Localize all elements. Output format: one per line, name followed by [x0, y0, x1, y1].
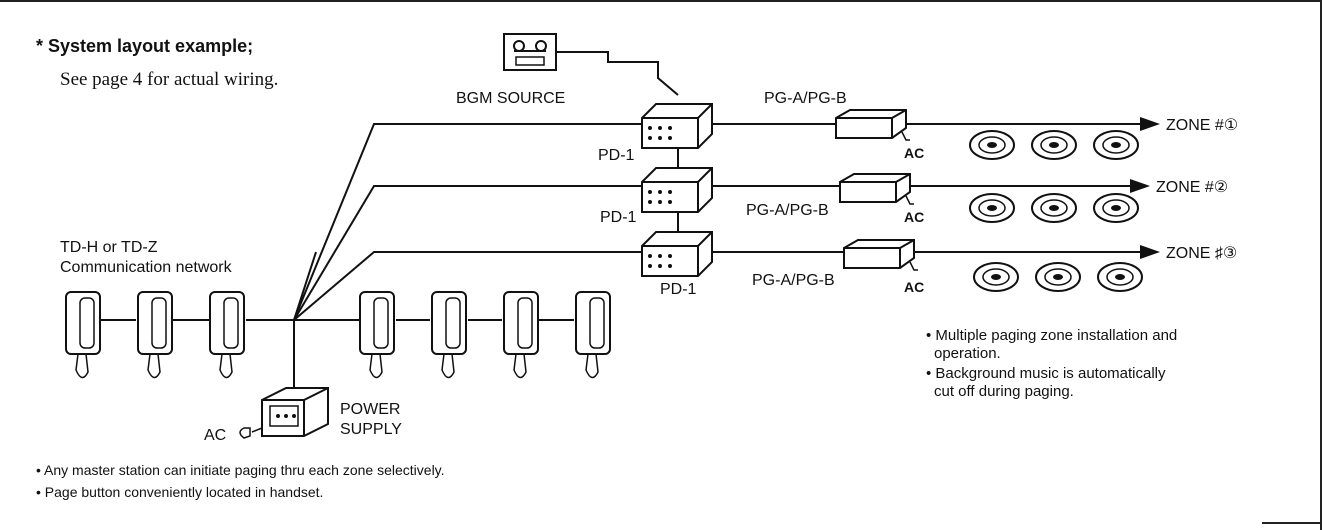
- arrow-icon: [1140, 117, 1160, 131]
- amplifier-icon: [839, 173, 914, 205]
- speaker-icon: [1035, 262, 1081, 292]
- zone-lines: [906, 123, 1150, 253]
- zone-label: ZONE ♯③: [1166, 245, 1237, 262]
- paging-unit-icon: [641, 231, 713, 277]
- power-supply-icon: [261, 387, 329, 437]
- master-station-icon: [359, 291, 395, 379]
- zone-label: ZONE #②: [1156, 179, 1228, 196]
- zone-label: ZONE #①: [1166, 117, 1238, 134]
- master-station-icon: [575, 291, 611, 379]
- note-right: • Multiple paging zone installation and: [926, 327, 1177, 344]
- speaker-icon: [1093, 193, 1139, 223]
- bgm-line: [556, 51, 679, 96]
- bgm-source-label: BGM SOURCE: [456, 90, 565, 107]
- power-cord: [251, 427, 263, 433]
- master-station-icon: [137, 291, 173, 379]
- master-station-icon: [65, 291, 101, 379]
- arrow-icon: [1140, 245, 1160, 259]
- network-lines: [262, 123, 642, 411]
- plug-icon: [239, 427, 251, 439]
- frame-bottom-edge: [1262, 522, 1322, 524]
- speaker-icon: [1031, 193, 1077, 223]
- paging-unit-icon: [641, 103, 713, 149]
- arrow-icon: [1130, 179, 1150, 193]
- ac-power-label: AC: [204, 427, 226, 444]
- master-station-icon: [209, 291, 245, 379]
- pd-to-amp-lines: [712, 123, 846, 253]
- power-supply-label-line2: SUPPLY: [340, 421, 402, 438]
- speaker-icon: [1097, 262, 1143, 292]
- paging-unit-icon: [641, 167, 713, 213]
- amplifier-icon: [843, 239, 918, 271]
- master-station-icon: [431, 291, 467, 379]
- note-right: operation.: [934, 345, 1001, 362]
- pd1-label: PD-1: [598, 147, 635, 164]
- frame-right-edge: [1320, 0, 1322, 530]
- speaker-icon: [1093, 130, 1139, 160]
- pg-amp-label: PG-A/PG-B: [752, 272, 835, 289]
- speaker-icon: [1031, 130, 1077, 160]
- note-right: • Background music is automatically: [926, 365, 1166, 382]
- speaker-icon: [973, 262, 1019, 292]
- pd1-label: PD-1: [660, 281, 697, 298]
- note-bottom: • Page button conveniently located in ha…: [36, 484, 323, 500]
- speaker-icon: [969, 193, 1015, 223]
- amplifier-icon: [835, 109, 910, 141]
- amp-ac-label: AC: [904, 209, 924, 225]
- network-label-line1: TD-H or TD-Z: [60, 239, 158, 256]
- tape-deck-icon: [503, 33, 557, 71]
- diagram-subtitle: See page 4 for actual wiring.: [60, 69, 278, 90]
- note-right: cut off during paging.: [934, 383, 1074, 400]
- amp-ac-label: AC: [904, 279, 924, 295]
- diagram-title: * System layout example;: [36, 36, 253, 56]
- note-bottom: • Any master station can initiate paging…: [36, 462, 445, 478]
- network-label-line2: Communication network: [60, 259, 233, 276]
- pg-amp-label: PG-A/PG-B: [746, 202, 829, 219]
- pg-amp-label: PG-A/PG-B: [764, 90, 847, 107]
- amp-ac-label: AC: [904, 145, 924, 161]
- master-station-icon: [503, 291, 539, 379]
- power-supply-label-line1: POWER: [340, 401, 400, 418]
- speaker-icon: [969, 130, 1015, 160]
- pd1-label: PD-1: [600, 209, 637, 226]
